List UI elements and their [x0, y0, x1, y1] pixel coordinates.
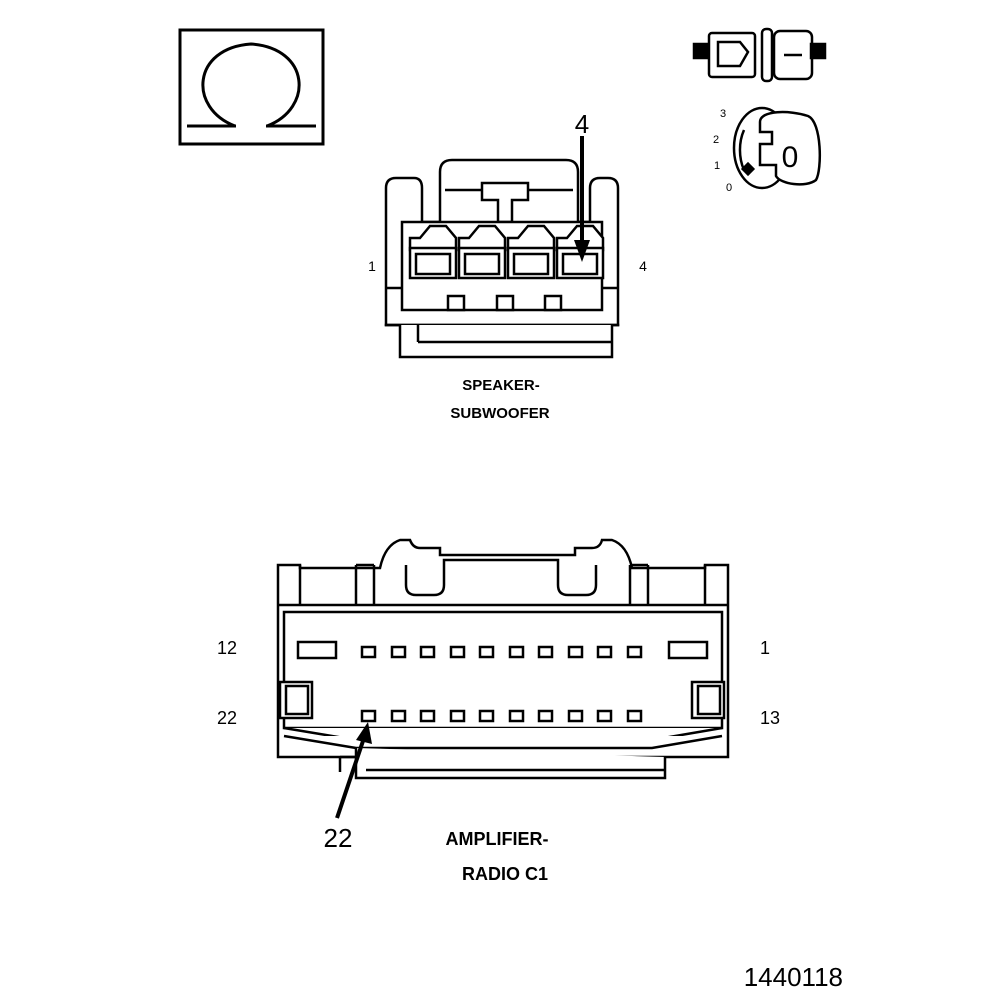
- ignition-position-3: 3: [720, 108, 726, 120]
- ignition-position-2: 2: [713, 134, 719, 146]
- speaker-connector-cavity: [457, 224, 507, 280]
- speaker-callout-arrow: [574, 136, 590, 262]
- amplifier-callout-label: 22: [324, 823, 353, 853]
- speaker-callout-label: 4: [575, 109, 589, 139]
- ignition-key-icon: [732, 106, 821, 190]
- ohm-meter-icon: [178, 28, 325, 146]
- amplifier-cavity-row-top: [360, 645, 643, 659]
- amplifier-cavity-row-bottom: [360, 709, 643, 723]
- amplifier-pin-bottom-left-label: 22: [217, 708, 237, 728]
- amplifier-connector: [276, 538, 730, 780]
- speaker-pin-left-label: 1: [368, 258, 376, 274]
- speaker-connector-name-line2: SUBWOOFER: [450, 405, 549, 422]
- figure-id: 1440118: [744, 962, 843, 992]
- amplifier-callout-arrow: [335, 722, 372, 819]
- amplifier-pin-bottom-right-label: 13: [760, 708, 780, 728]
- speaker-connector-cavity: [506, 224, 556, 280]
- ignition-key-label: 0: [782, 141, 799, 174]
- amplifier-pin-top-right-label: 1: [760, 638, 770, 658]
- amplifier-connector-name-line1: AMPLIFIER-: [446, 829, 549, 849]
- amplifier-pin-top-left-label: 12: [217, 638, 237, 658]
- amplifier-connector-name-line2: RADIO C1: [462, 864, 548, 884]
- ignition-position-0: 0: [726, 182, 732, 194]
- ignition-position-1: 1: [714, 160, 720, 172]
- speaker-connector-name-line1: SPEAKER-: [462, 377, 540, 394]
- speaker-pin-right-label: 4: [639, 258, 647, 274]
- speaker-connector-cavity: [408, 224, 458, 280]
- connector-disconnect-icon: [692, 27, 827, 83]
